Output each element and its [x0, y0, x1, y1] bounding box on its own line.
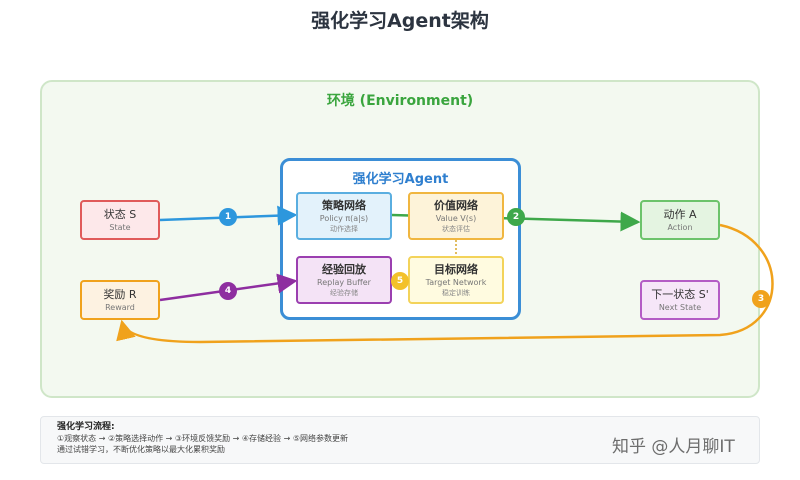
action-node: 动作 A Action	[640, 200, 720, 240]
note-title: 强化学习流程:	[57, 422, 115, 432]
next-state-sub: Next State	[658, 302, 702, 312]
target-sub: Target Network	[425, 277, 487, 287]
value-name: 价值网络	[434, 198, 478, 212]
target-network-node: 目标网络 Target Network 稳定训练	[408, 256, 504, 304]
next-state-name: 下一状态 S'	[651, 287, 709, 301]
replay-desc: 经验存储	[330, 288, 358, 297]
reward-node: 奖励 R Reward	[80, 280, 160, 320]
step-2-badge: 2	[507, 208, 525, 226]
policy-sub: Policy π(a|s)	[319, 213, 369, 223]
step-4-badge: 4	[219, 282, 237, 300]
replay-name: 经验回放	[322, 262, 366, 276]
next-state-node: 下一状态 S' Next State	[640, 280, 720, 320]
value-desc: 状态评估	[442, 224, 470, 233]
arrow-action-to-reward	[116, 223, 774, 344]
reward-sub: Reward	[105, 302, 135, 312]
reward-name: 奖励 R	[103, 287, 137, 301]
value-sub: Value V(s)	[435, 213, 477, 223]
process-note: 强化学习流程: ①观察状态 → ②策略选择动作 → ③环境反馈奖励 → ④存储经…	[40, 416, 760, 464]
policy-network-node: 策略网络 Policy π(a|s) 动作选择	[296, 192, 392, 240]
value-network-node: 价值网络 Value V(s) 状态评估	[408, 192, 504, 240]
state-node: 状态 S State	[80, 200, 160, 240]
action-name: 动作 A	[663, 207, 697, 221]
note-line-2: 通过试错学习，不断优化策略以最大化累积奖励	[57, 445, 225, 454]
replay-buffer-node: 经验回放 Replay Buffer 经验存储	[296, 256, 392, 304]
target-name: 目标网络	[434, 262, 478, 276]
step-5-badge: 5	[391, 272, 409, 290]
page-title: 强化学习Agent架构	[311, 10, 489, 32]
step-3-badge: 3	[752, 290, 770, 308]
state-name: 状态 S	[103, 207, 137, 221]
watermark: 知乎 @人月聊IT	[612, 437, 735, 457]
replay-sub: Replay Buffer	[317, 277, 371, 287]
note-line-1: ①观察状态 → ②策略选择动作 → ③环境反馈奖励 → ④存储经验 → ⑤网络参…	[57, 434, 349, 443]
environment-label: 环境 (Environment)	[326, 93, 474, 109]
state-sub: State	[109, 222, 131, 232]
policy-name: 策略网络	[322, 198, 366, 212]
agent-label: 强化学习Agent	[352, 172, 449, 187]
policy-desc: 动作选择	[330, 224, 358, 233]
action-sub: Action	[667, 222, 693, 232]
target-desc: 稳定训练	[442, 288, 470, 297]
step-1-badge: 1	[219, 208, 237, 226]
